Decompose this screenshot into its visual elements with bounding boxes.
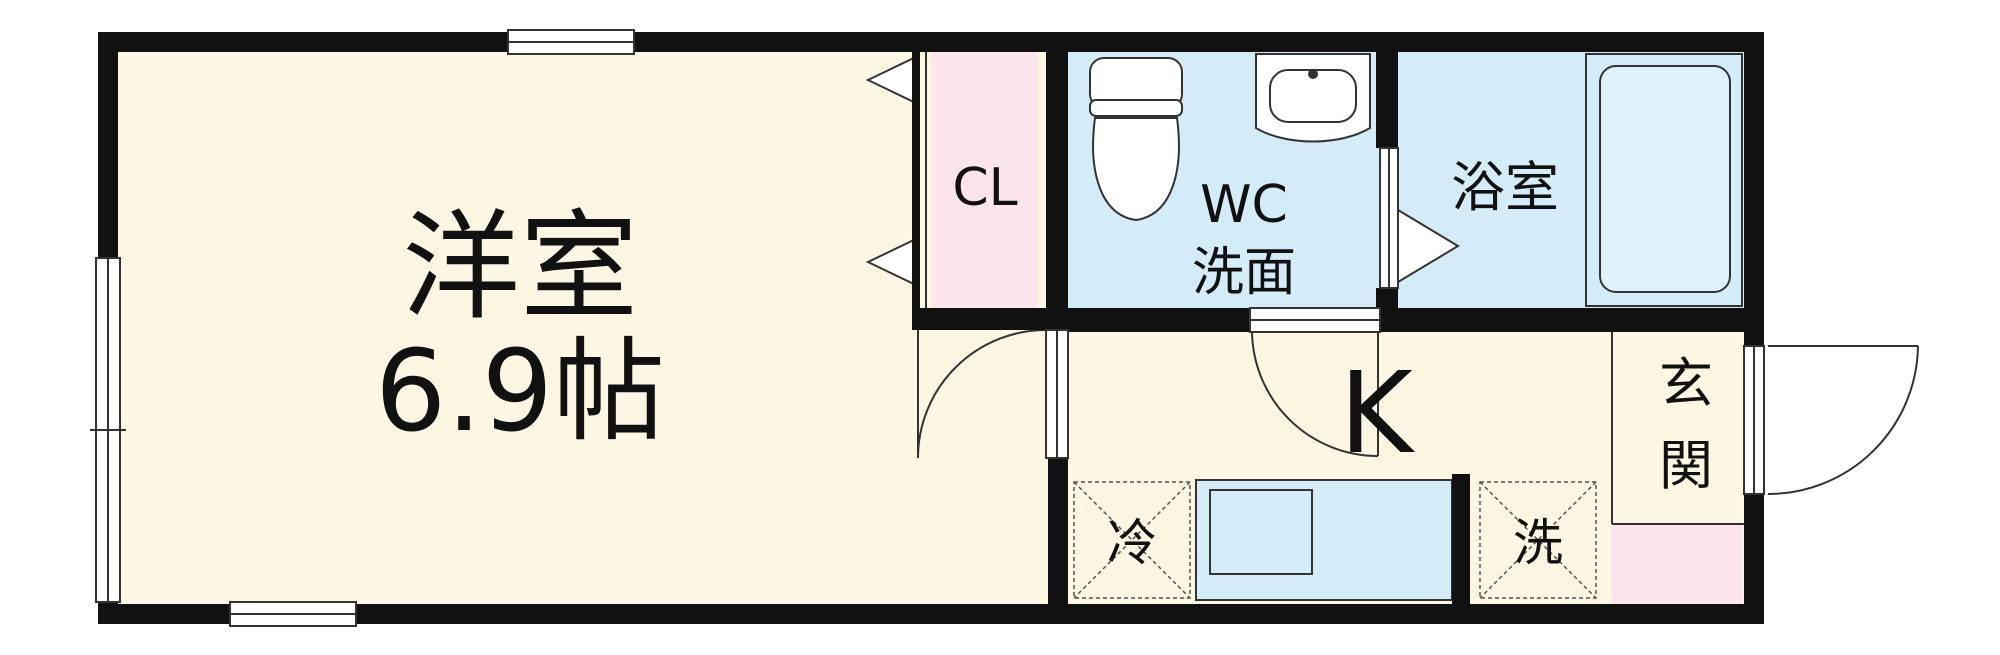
- fridge-space-icon: [1073, 481, 1191, 599]
- bath-floor: [1398, 52, 1744, 308]
- closet-floor: [932, 52, 1038, 308]
- room-door-swing-icon: [917, 328, 1049, 459]
- closet-door-icon: [865, 55, 919, 287]
- wash-basin-icon: [1255, 53, 1371, 143]
- entrance-storage: [1612, 524, 1743, 604]
- washer-space-icon: [1479, 481, 1597, 599]
- entrance-door-swing-icon: [1767, 345, 1919, 495]
- bath-label: 浴室: [1451, 156, 1559, 219]
- western-room-size: 6.9帖: [375, 327, 665, 457]
- closet-label: CL: [952, 158, 1017, 218]
- toilet-icon: [1089, 57, 1183, 222]
- entrance-label-bottom: 関: [1659, 434, 1713, 497]
- windows: [90, 29, 635, 627]
- washer-label: 洗: [1513, 514, 1563, 572]
- western-room-floor: [118, 52, 1048, 604]
- entrance-label-top: 玄: [1659, 352, 1713, 415]
- western-room-name: 洋室: [402, 198, 638, 336]
- window-top-icon: [507, 29, 635, 55]
- wc-label: WC: [1200, 175, 1288, 235]
- wc-door-swing-icon: [1251, 329, 1379, 457]
- bathtub-icon: [1585, 53, 1743, 307]
- window-bottom-icon: [229, 601, 357, 627]
- bath-door-icon: [1397, 209, 1460, 283]
- fridge-label: 冷: [1107, 514, 1157, 572]
- washroom-label: 洗面: [1192, 243, 1296, 303]
- kitchen-label: K: [1339, 349, 1415, 479]
- kitchen-sink-icon: [1195, 479, 1453, 601]
- window-left-icon: [90, 257, 126, 603]
